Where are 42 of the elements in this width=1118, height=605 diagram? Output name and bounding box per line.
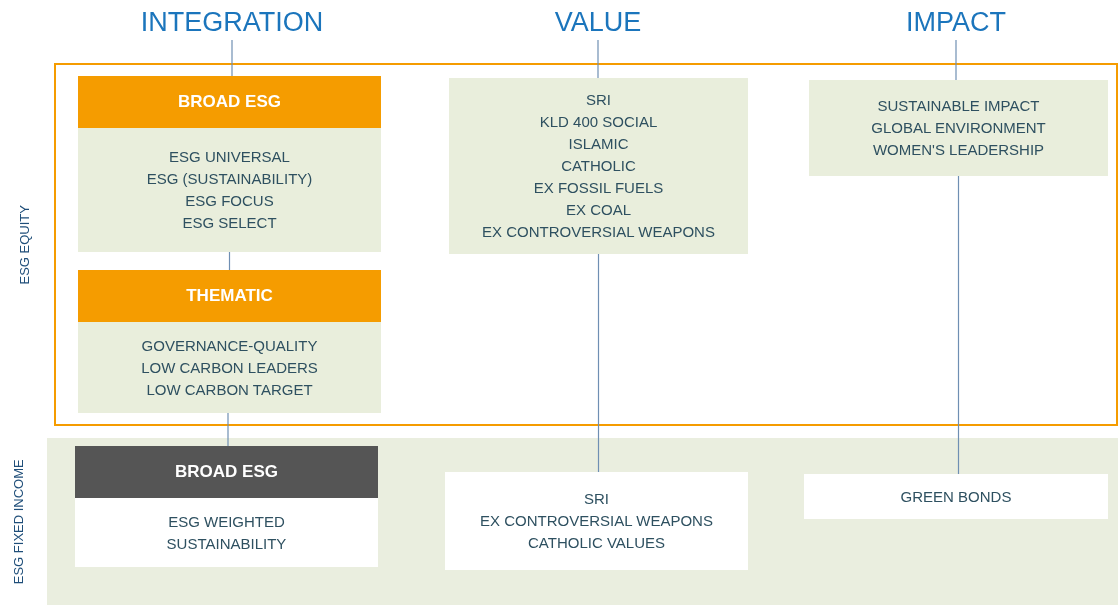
list-item: ESG WEIGHTED [168,511,285,532]
connector-line [228,251,231,271]
list-card [804,474,1108,519]
list-card [809,80,1108,176]
list-item: EX FOSSIL FUELS [533,178,664,198]
list-item: ISLAMIC [568,134,629,154]
header-text: THEMATIC [186,285,273,308]
list-item: EX CONTROVERSIAL WEAPONS [480,511,713,531]
connector-line [597,39,599,79]
column-heading: INTEGRATION [140,8,324,36]
list-item: ESG SELECT [182,213,277,233]
list-item: EX CONTROVERSIAL WEAPONS [482,222,715,242]
column-heading: VALUE [554,8,642,36]
connector-line [597,253,600,473]
list-item: ESG FOCUS [185,191,274,211]
row-label: ESG FIXED INCOME [9,459,27,584]
list-item: CATHOLIC [561,156,636,176]
list-item: LOW CARBON LEADERS [141,357,318,378]
list-item: WOMEN'S LEADERSHIP [872,140,1045,160]
list-card [449,78,748,254]
list-item: ESG (SUSTAINABILITY) [146,169,313,189]
list-item: SRI [586,90,611,110]
list-item: EX COAL [566,200,631,220]
list-item: SUSTAINABLE IMPACT [877,96,1040,116]
list-card [445,472,748,570]
connector-line [227,412,229,447]
list-item: GOVERNANCE-QUALITY [141,335,318,356]
list-item: CATHOLIC VALUES [528,533,665,553]
list-item: KLD 400 SOCIAL [539,112,658,132]
row-label: ESG EQUITY [16,204,34,285]
list-item: ESG UNIVERSAL [169,147,290,167]
connector-line [231,39,233,77]
header-text: BROAD ESG [178,91,281,114]
list-item: SUSTAINABILITY [166,533,287,554]
list-item: LOW CARBON TARGET [146,379,313,400]
header-text: BROAD ESG [175,461,278,484]
connector-line [955,39,957,81]
list-item: SRI [584,489,609,509]
column-heading: IMPACT [906,8,1006,36]
connector-line [957,175,960,475]
list-item: GLOBAL ENVIRONMENT [871,118,1046,138]
list-item: GREEN BONDS [900,486,1012,507]
